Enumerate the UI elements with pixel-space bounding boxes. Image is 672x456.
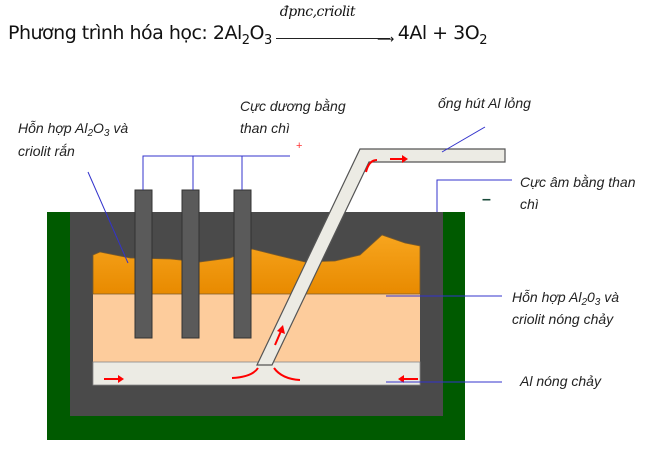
anode-2 xyxy=(181,189,200,339)
flow-arrows xyxy=(104,155,418,383)
solid-crust xyxy=(92,234,421,295)
suction-tube xyxy=(256,148,506,366)
anode-wires xyxy=(142,155,290,190)
molten-aluminum xyxy=(92,361,421,386)
leader-lines xyxy=(87,126,502,383)
anode-3 xyxy=(233,189,252,339)
plus-sign: + xyxy=(296,140,302,152)
sub: 2 xyxy=(241,32,250,48)
label-solid-mixture-2: criolit rắn xyxy=(18,143,75,159)
label-solid-mixture: Hỗn hợp Al2O3 và xyxy=(18,120,128,139)
reaction-arrow: đpnc,criolit⟶ xyxy=(275,4,394,46)
sub: 2 xyxy=(479,32,487,48)
reaction-condition: đpnc,criolit xyxy=(279,3,356,20)
label-molten-mixture: Hỗn hợp Al203 và xyxy=(512,289,619,308)
reactant-coef: 2 xyxy=(212,22,225,44)
label-tube: ống hút Al lỏng xyxy=(438,95,531,111)
minus-sign: – xyxy=(482,191,491,208)
reactant-al: Al xyxy=(224,22,242,44)
equation-prefix: Phương trình hóa học: xyxy=(8,22,213,44)
label-anode-2: than chì xyxy=(240,120,290,136)
label-molten-mixture-2: criolit nóng chảy xyxy=(512,311,614,327)
label-molten-al: Al nóng chảy xyxy=(519,373,602,389)
label-cathode-2: chì xyxy=(520,196,539,212)
cathode-wire xyxy=(436,179,512,212)
reactant-o: O xyxy=(249,22,265,44)
label-anode: Cực dương bằng xyxy=(240,98,346,114)
anode-1 xyxy=(134,189,153,339)
sub: 3 xyxy=(264,32,272,48)
label-cathode: Cực âm bằng than xyxy=(520,174,636,190)
products: 4Al + 3O xyxy=(397,22,480,44)
